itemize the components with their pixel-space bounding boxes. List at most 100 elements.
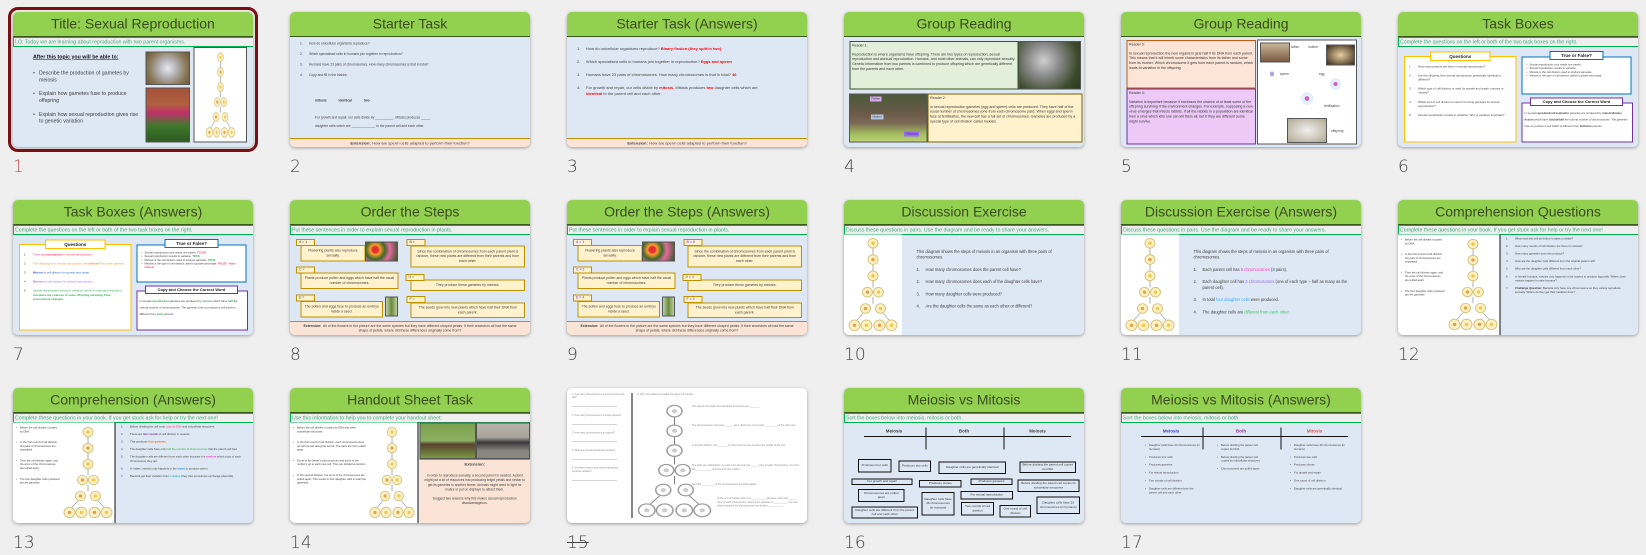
slide-number[interactable]: 9 [567,345,578,365]
step-box[interactable]: Flowering plants also reproduce sexually… [300,245,366,262]
sort-card[interactable]: Produces four cells [858,459,892,473]
instruction-bar: Discuss these questions in pairs. Use th… [844,225,1084,235]
list-item: 4.Meiosis is cell division for sexual re… [24,280,128,284]
sort-card[interactable]: For growth and repair [851,478,913,485]
slide-number[interactable]: 1 [13,157,24,177]
slide-thumbnail-15[interactable]: 1. How many chromosomes in a normal huma… [567,388,807,523]
text-run: reproduction/respiration [1536,112,1569,115]
step-label[interactable]: C = [296,266,315,274]
slide-thumbnail-17[interactable]: Meiosis vs Mitosis (Answers)Sort the box… [1121,388,1361,523]
slide-number[interactable]: 6 [1398,157,1409,177]
slide-number[interactable]: 8 [290,345,301,365]
list-item: 6.In female humans, meiosis only happens… [1506,275,1631,283]
step-box[interactable]: The seeds grow into new plants which hav… [687,302,802,318]
slide-number[interactable]: 7 [13,345,24,365]
step-label[interactable]: E = 4 [573,294,592,302]
slide-thumbnail-11[interactable]: Discussion Exercise (Answers)Discuss the… [1121,200,1361,335]
questions-header: Questions [45,239,106,249]
nucleus [390,446,394,450]
step-label[interactable]: B = [406,239,426,246]
reader3-heading: Reader 3: [1129,42,1145,47]
sort-card[interactable]: Chromosomes are pulled apart [858,489,905,502]
slide-content: 1. How many chromosomes in a normal huma… [567,388,807,523]
sort-card[interactable]: Produces clones [919,480,962,488]
slide-number[interactable]: 15 [567,533,589,553]
item-number: 4. [300,73,303,78]
sort-card[interactable]: Daughter cells are different from the pa… [851,506,918,519]
text-run: Which specialised cells in humans join t… [309,52,403,57]
sort-card[interactable]: Daughter cells have 23 chromosomes (in h… [1036,496,1080,514]
worksheet-question: 1. How many chromosomes in a normal huma… [572,393,625,399]
answer-line [572,454,617,460]
item-number: 3. [916,291,920,297]
sort-card[interactable]: Produces two cells [898,460,931,472]
sort-card[interactable]: Before dividing the parent cell copies i… [1017,479,1080,492]
slide-thumbnail-13[interactable]: Comprehension (Answers)Complete these qu… [13,388,253,523]
slide-number[interactable]: 11 [1121,345,1143,365]
slide-number[interactable]: 14 [290,533,312,553]
sort-card[interactable]: For sexual reproduction [960,491,1013,500]
text-run: FALSE - that's mitosis. [144,262,236,270]
step-label[interactable]: C = 2 [573,266,592,274]
slide-thumbnail-3[interactable]: Starter Task (Answers)1.How do unicellul… [567,12,807,147]
step-label[interactable]: E = [296,294,315,302]
step-label[interactable]: F = [406,296,426,303]
meiosis-diagram [1125,237,1175,332]
slide-thumbnail-9[interactable]: Order the Steps (Answers)Put these sente… [567,200,807,335]
slide-number[interactable]: 2 [290,157,301,177]
slide-number[interactable]: 10 [844,345,866,365]
text-run: TRUE [192,255,200,259]
step-box[interactable]: Since the combination of chromosomes fro… [410,245,525,268]
text-run: Binary fission (they split in two) [660,46,722,52]
sort-card[interactable]: Two rounds of cell division [961,502,994,516]
worksheet-question: 3. How many chromosomes in an egg cell? [572,431,616,434]
slide-number[interactable]: 4 [844,157,855,177]
sort-card[interactable]: Daughter cells have 46 chromosomes (in h… [921,492,955,516]
nucleus [395,478,399,482]
instruction-bar: Put these sentences in order to explain … [567,225,807,235]
slide-number[interactable]: 12 [1398,345,1420,365]
step-box[interactable]: They produce these gametes by meiosis. [687,279,802,291]
step-label[interactable]: A = 1 [573,239,592,246]
sort-card[interactable]: Daughter cells are genetically identical [938,461,1006,474]
text-run: which copy of each chromosome they get. [130,455,241,463]
sort-card[interactable]: Produces gametes [970,478,1013,485]
step-label[interactable]: B = 6 [683,239,703,246]
slide-thumbnail-7[interactable]: Task Boxes (Answers)Complete the questio… [13,200,253,335]
slide-number[interactable]: 17 [1121,533,1143,553]
sort-card[interactable]: One round of cell division [999,505,1031,518]
slide-number[interactable]: 3 [567,157,578,177]
nucleus [79,510,84,515]
sort-card[interactable]: Before dividing the parent cell copies i… [1019,461,1076,473]
step-box[interactable]: They produce these gametes by meiosis. [410,279,525,291]
slide-number[interactable]: 5 [1121,157,1132,177]
step-box[interactable]: The pollen and eggs fuse to produce an e… [300,301,383,318]
step-label[interactable]: D = 3 [682,274,702,281]
nucleus [852,323,857,327]
slide-number[interactable]: 13 [13,533,35,553]
step-label[interactable]: F = 5 [683,296,703,303]
step-box[interactable]: Plants produce pollen and eggs which hav… [577,272,676,289]
fill-blank-sentence: The pairs are pulled apart, so each new … [692,464,800,471]
step-box[interactable]: The pollen and eggs fuse to produce an e… [577,301,660,318]
item-text: How many parents are there in sexual rep… [1418,65,1485,69]
step-box[interactable]: Plants produce pollen and eggs which hav… [300,272,399,289]
lemurs-photo [1018,41,1081,90]
step-box[interactable]: Flowering plants also reproduce sexually… [577,245,643,262]
step-box[interactable]: The seeds grow into new plants which hav… [410,302,525,318]
step-label[interactable]: D = [405,274,425,281]
step-label[interactable]: A = 1 [296,239,315,246]
step-box[interactable]: Since the combination of chromosomes fro… [687,245,802,268]
slide-number[interactable]: 16 [844,533,866,553]
nucleus [1153,290,1158,294]
